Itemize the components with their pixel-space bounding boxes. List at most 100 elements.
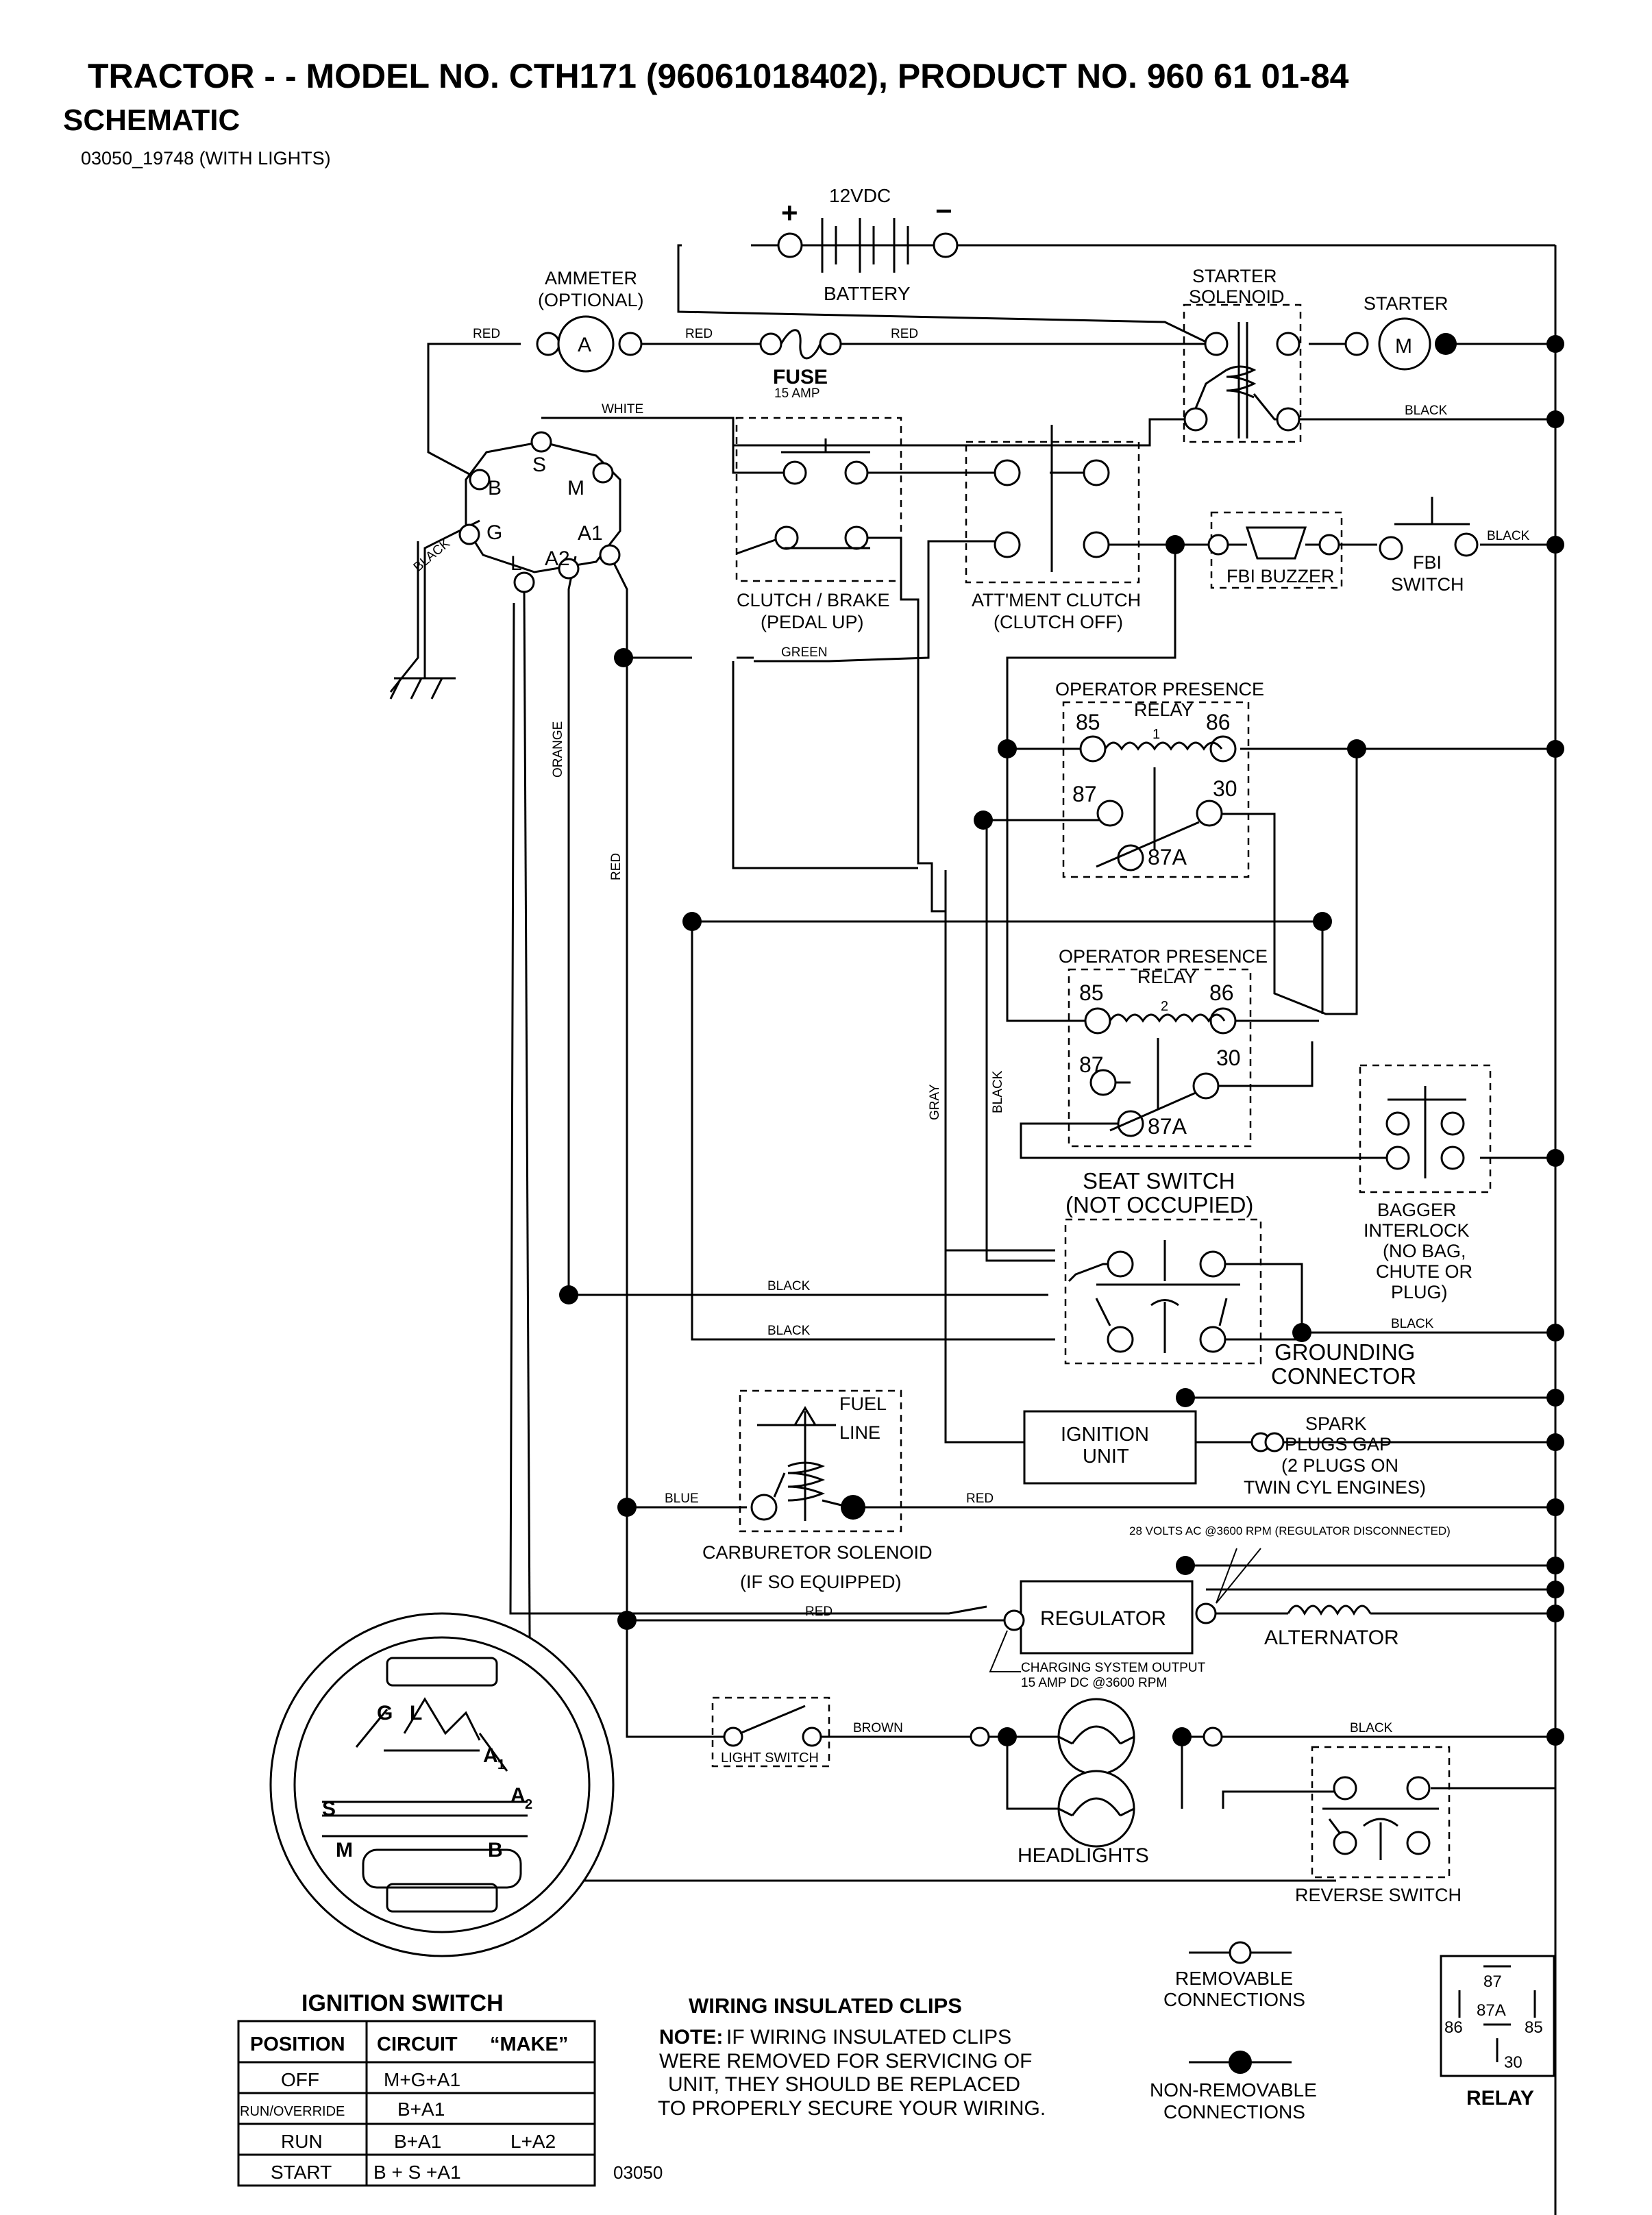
legend-removable: REMOVABLE <box>1175 1968 1293 1989</box>
ignition-switch-title: IGNITION SWITCH <box>301 1990 504 2016</box>
relay-1-pin-86: 86 <box>1206 710 1231 734</box>
fbi-switch-label-2: SWITCH <box>1391 574 1464 595</box>
grounding-connector: GROUNDING CONNECTOR <box>1271 1339 1416 1389</box>
wire-label-black: BLACK <box>1405 404 1448 418</box>
carburetor-solenoid-label: CARBURETOR SOLENOID <box>702 1542 933 1563</box>
table-row-start-circuit: B + S +A1 <box>373 2162 461 2183</box>
fbi-buzzer: FBI BUZZER <box>1207 511 1343 589</box>
relay-2-pin-30: 30 <box>1216 1045 1241 1070</box>
wire-label-white: WHITE <box>602 402 643 417</box>
relay-1-pin-87a: 87A <box>1148 845 1187 869</box>
clutch-brake-label: CLUTCH / BRAKE <box>737 590 890 610</box>
ignition-face-a2: A <box>510 1784 526 1807</box>
relay-1-number: 1 <box>1152 727 1160 742</box>
wire-label-red: RED <box>473 327 500 341</box>
page-subtitle: SCHEMATIC <box>63 103 240 137</box>
relay-1-pin-85: 85 <box>1076 710 1100 734</box>
wire-label-red: RED <box>609 853 624 880</box>
relay-2-pin-87: 87 <box>1079 1052 1104 1077</box>
fuse-label: FUSE <box>773 366 828 388</box>
bagger-label-2: INTERLOCK <box>1364 1220 1470 1241</box>
clutch-brake-state-label: (PEDAL UP) <box>761 612 864 632</box>
table-header-make: “MAKE” <box>490 2033 568 2055</box>
seat-switch: SEAT SWITCH (NOT OCCUPIED) <box>1064 1168 1262 1365</box>
terminal-l: L <box>510 552 522 575</box>
headlights: HEADLIGHTS <box>970 1698 1223 1867</box>
ignition-face-l: L <box>410 1702 422 1724</box>
operator-presence-relay-1: OPERATOR PRESENCE RELAY 1 85 86 87 30 87… <box>1055 679 1264 878</box>
battery-minus-sign: − <box>935 195 952 227</box>
junction-dots <box>559 333 1564 1746</box>
ignition-face-a2-sub: 2 <box>525 1797 532 1812</box>
battery: + − 12VDC BATTERY <box>777 185 1555 304</box>
ammeter: A AMMETER (OPTIONAL) <box>536 268 644 373</box>
ignition-face-a1: A <box>483 1744 498 1767</box>
starter-motor: M STARTER <box>1344 293 1448 371</box>
charging-output-note: CHARGING SYSTEM OUTPUT <box>1021 1661 1206 1675</box>
drawing-reference: 03050_19748 (WITH LIGHTS) <box>81 148 331 169</box>
clips-note-title: WIRING INSULATED CLIPS <box>689 1994 962 2018</box>
clips-note-line-3: UNIT, THEY SHOULD BE REPLACED <box>668 2073 1020 2096</box>
regulator-label: REGULATOR <box>1040 1607 1166 1630</box>
attachment-clutch-state-label: (CLUTCH OFF) <box>994 612 1123 632</box>
legend-pin-85: 85 <box>1525 2018 1543 2037</box>
regulator: REGULATOR 28 VOLTS AC @3600 RPM (REGULAT… <box>989 1524 1451 1690</box>
attachment-clutch-switch: ATT'MENT CLUTCH (CLUTCH OFF) <box>965 425 1141 632</box>
fbi-switch: FBI SWITCH <box>1379 497 1479 595</box>
table-row-override-position: RUN/OVERRIDE <box>240 2104 345 2119</box>
alternator: ALTERNATOR <box>1261 1605 1399 1649</box>
table-header-circuit: CIRCUIT <box>377 2033 458 2055</box>
ammeter-letter: A <box>578 334 591 356</box>
legend-relay-label: RELAY <box>1466 2087 1534 2109</box>
wire-label-red: RED <box>966 1492 994 1506</box>
connection-legend: REMOVABLE CONNECTIONS NON-REMOVABLE CONN… <box>1150 1941 1317 2123</box>
clips-note-line-4: TO PROPERLY SECURE YOUR WIRING. <box>658 2097 1046 2120</box>
legend-pin-87: 87 <box>1483 1972 1502 1991</box>
ignition-unit-label: IGNITION <box>1061 1424 1149 1446</box>
fuel-line-label: FUEL <box>839 1394 887 1414</box>
legend-removable-2: CONNECTIONS <box>1163 1989 1305 2010</box>
bagger-label-3: (NO BAG, <box>1383 1241 1466 1261</box>
clips-note-line-1: IF WIRING INSULATED CLIPS <box>726 2026 1011 2049</box>
legend-nonremovable: NON-REMOVABLE <box>1150 2079 1317 2101</box>
ignition-face-a1-sub: 1 <box>497 1757 505 1772</box>
wire-label-red: RED <box>685 327 713 341</box>
ignition-unit: IGNITION UNIT <box>1023 1410 1197 1485</box>
terminal-s: S <box>532 454 546 476</box>
relay-2-pin-85: 85 <box>1079 980 1104 1005</box>
reverse-switch-label: REVERSE SWITCH <box>1295 1885 1462 1905</box>
wire-label-red: RED <box>891 327 918 341</box>
wire-label-brown: BROWN <box>853 1721 903 1735</box>
fuse: FUSE 15 AMP <box>759 329 842 401</box>
wire-label-gray: GRAY <box>928 1084 942 1120</box>
legend-nonremovable-2: CONNECTIONS <box>1163 2101 1305 2123</box>
terminal-m: M <box>567 477 584 499</box>
relay-2-pin-86: 86 <box>1209 980 1234 1005</box>
legend-pin-30: 30 <box>1504 2053 1522 2072</box>
fuel-line-label-2: LINE <box>839 1422 880 1443</box>
light-switch: LIGHT SWITCH <box>711 1696 830 1768</box>
relay-1-pin-30: 30 <box>1213 776 1237 801</box>
terminal-b: B <box>488 477 502 499</box>
ignition-switch-table: IGNITION SWITCH POSITION CIRCUIT “MAKE” … <box>237 1990 596 2187</box>
bagger-label: BAGGER <box>1377 1200 1457 1220</box>
wire-label-orange: ORANGE <box>551 721 565 778</box>
footer-code: 03050 <box>613 2162 663 2183</box>
spark-plugs-label-4: TWIN CYL ENGINES) <box>1244 1477 1426 1498</box>
carburetor-solenoid-label-2: (IF SO EQUIPPED) <box>740 1572 902 1592</box>
ignition-unit-label-2: UNIT <box>1083 1446 1129 1468</box>
alternator-label: ALTERNATOR <box>1264 1626 1399 1649</box>
legend-pin-86: 86 <box>1444 2018 1463 2037</box>
fbi-switch-label: FBI <box>1413 552 1442 573</box>
terminal-a1: A1 <box>578 522 603 545</box>
relay-1-pin-87: 87 <box>1072 782 1097 806</box>
charging-output-note-2: 15 AMP DC @3600 RPM <box>1021 1676 1167 1690</box>
table-row-override-circuit: B+A1 <box>397 2099 445 2120</box>
wire-label-black: BLACK <box>767 1279 811 1294</box>
ignition-face-g: G <box>377 1702 393 1724</box>
ground-symbol-left <box>389 677 456 700</box>
headlights-label: HEADLIGHTS <box>1018 1844 1149 1867</box>
legend-pin-87a: 87A <box>1477 2001 1506 2020</box>
table-header-position: POSITION <box>250 2033 345 2055</box>
